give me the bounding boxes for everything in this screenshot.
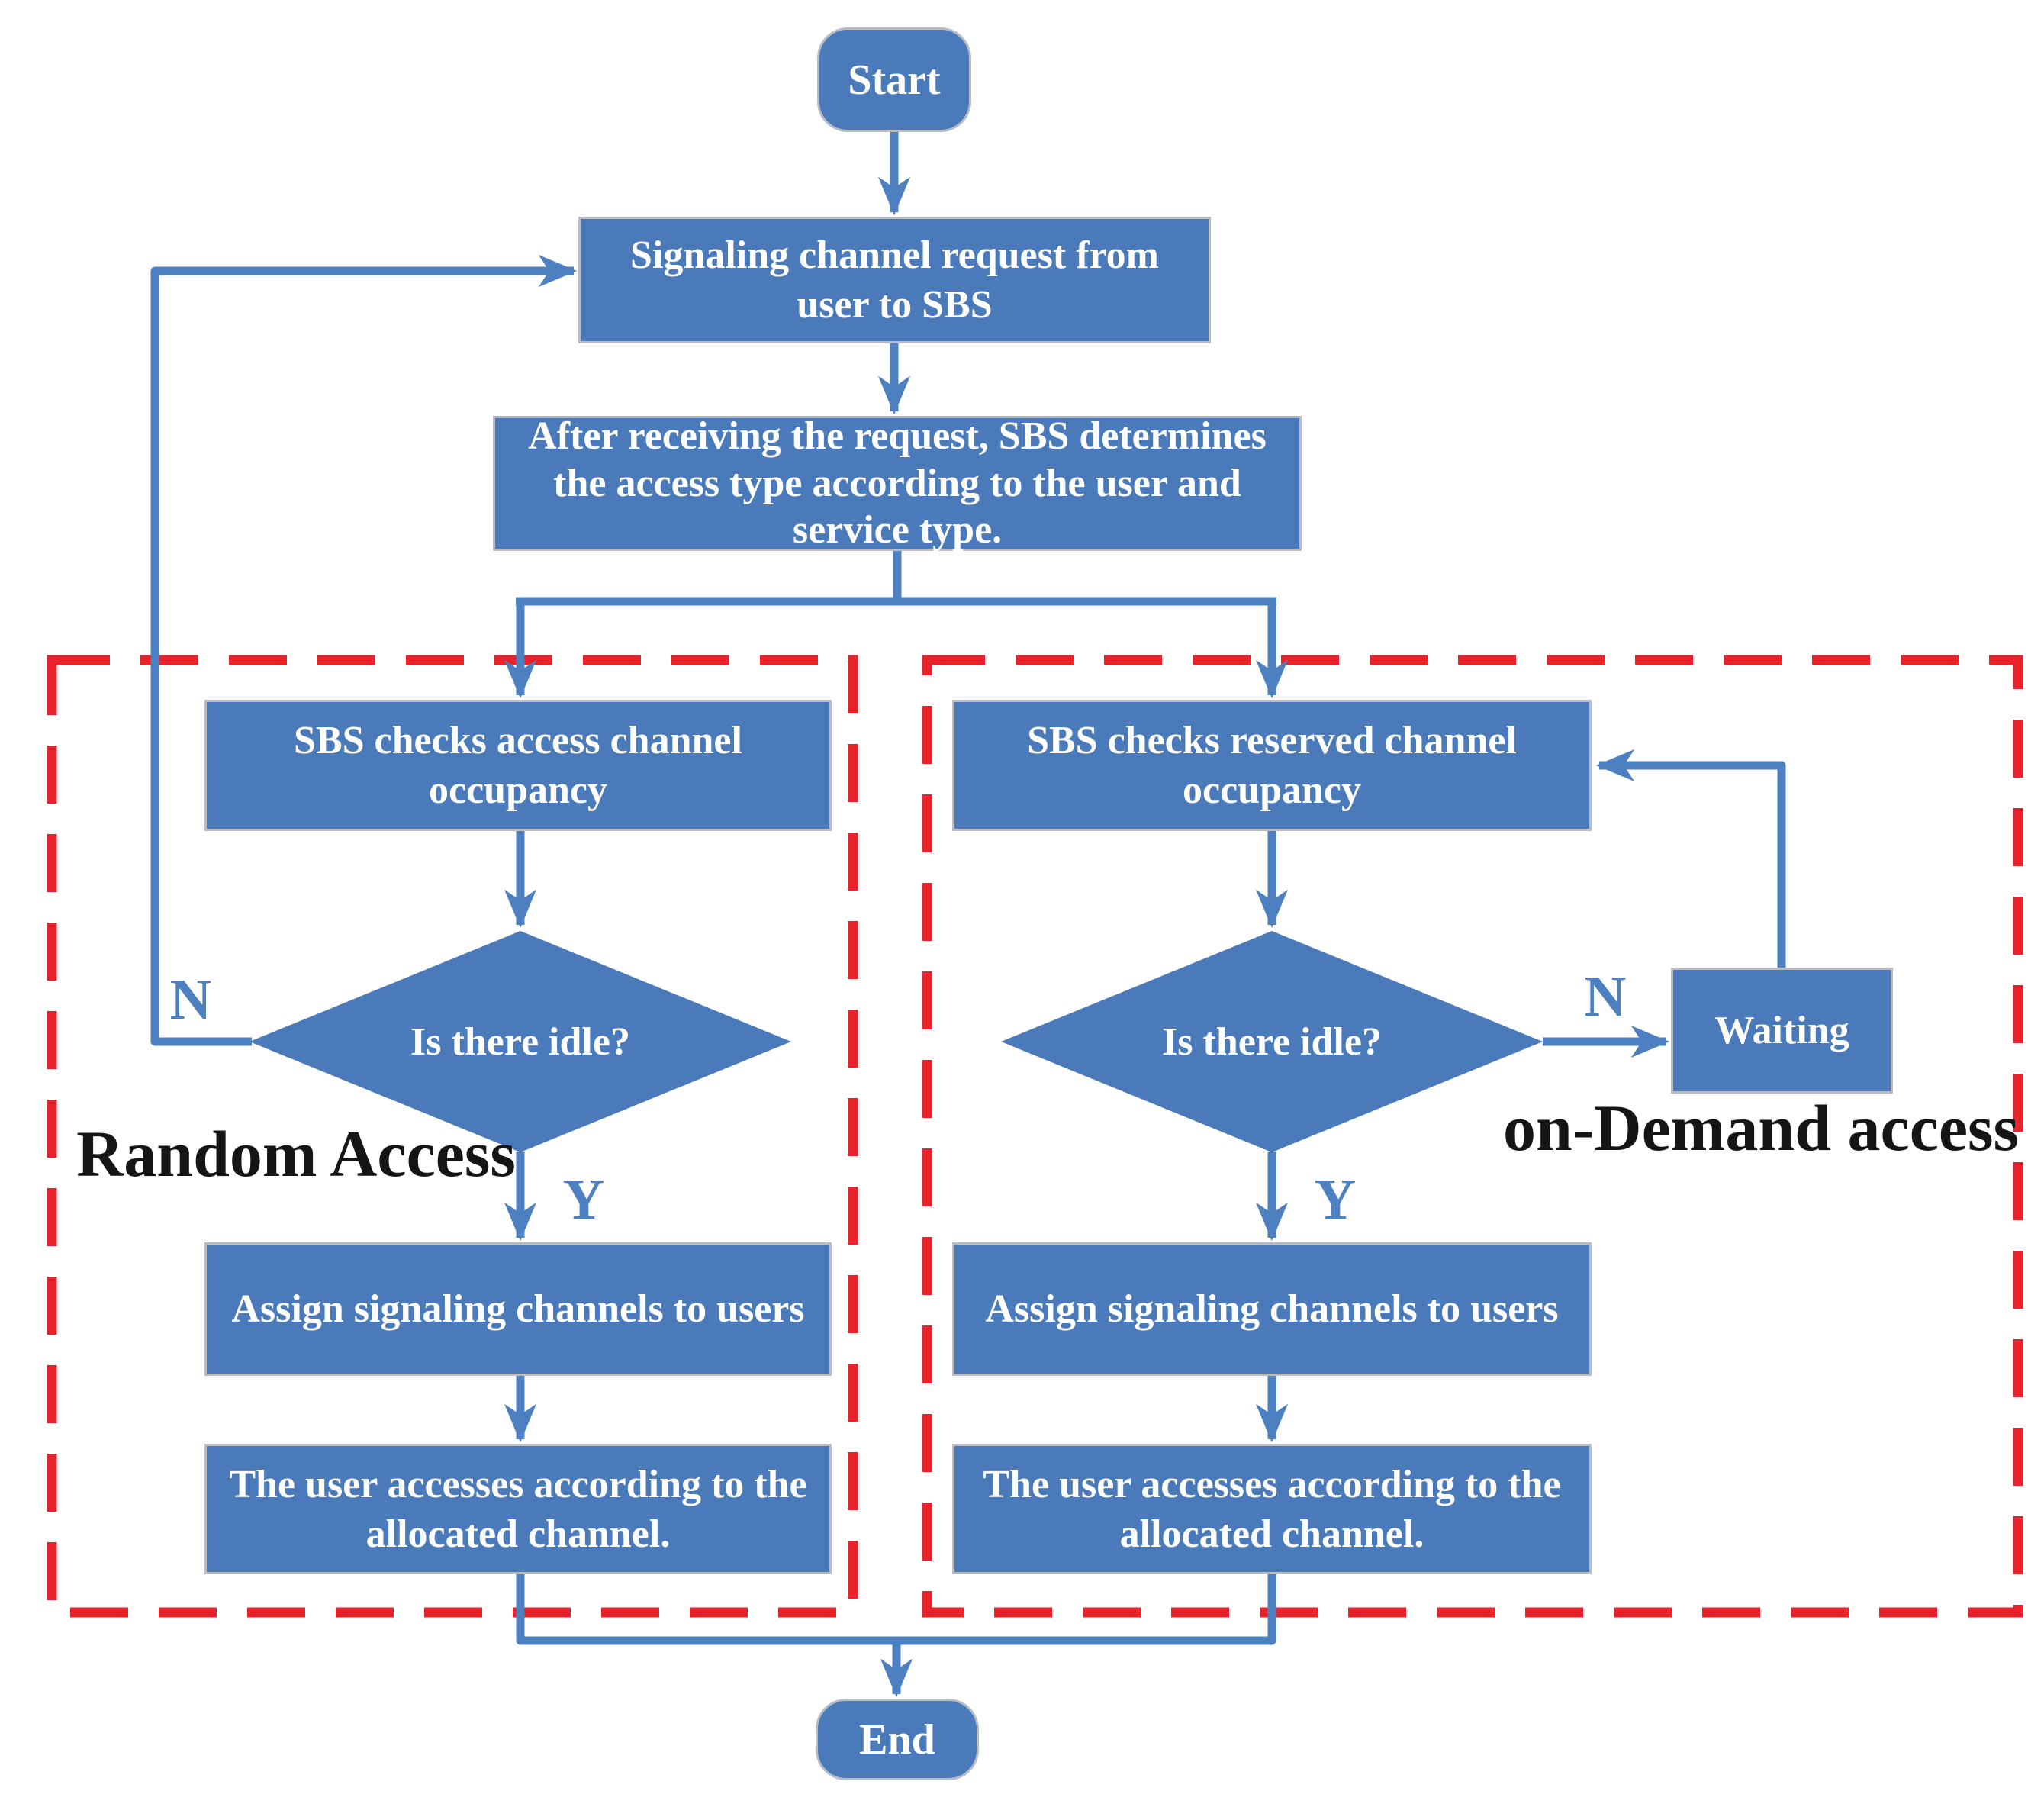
edge-label-yes-left: Y: [562, 1167, 605, 1232]
region-label-on-demand-access: on-Demand access: [1503, 1091, 2019, 1164]
region-on-demand-border: [922, 655, 2023, 1618]
region-random-access-border: [47, 655, 858, 1618]
node-signaling-request: Signaling channel request from user to S…: [578, 217, 1211, 343]
edge-label-no-left: N: [169, 967, 212, 1032]
node-start: Start: [817, 27, 971, 132]
node-waiting: Waiting: [1671, 968, 1893, 1094]
node-end: End: [816, 1699, 979, 1780]
node-determine-access-type: After receiving the request, SBS determi…: [493, 414, 1302, 552]
node-check-reserved-channel: SBS checks reserved channel occupancy: [952, 700, 1592, 831]
node-user-accesses-left: The user accesses according to the alloc…: [204, 1444, 832, 1574]
edge-label-no-right: N: [1584, 964, 1627, 1029]
node-assign-channels-right: Assign signaling channels to users: [952, 1242, 1592, 1376]
edge-label-yes-right: Y: [1314, 1167, 1357, 1232]
node-assign-channels-left: Assign signaling channels to users: [204, 1242, 832, 1376]
edge-waiting-loop-to-check-reserved: [1595, 749, 1786, 968]
node-user-accesses-right: The user accesses according to the alloc…: [952, 1444, 1592, 1574]
node-check-access-channel: SBS checks access channel occupancy: [204, 700, 832, 831]
edge-decision-left-no-loop: [150, 254, 578, 1046]
region-label-random-access: Random Access: [76, 1117, 516, 1190]
